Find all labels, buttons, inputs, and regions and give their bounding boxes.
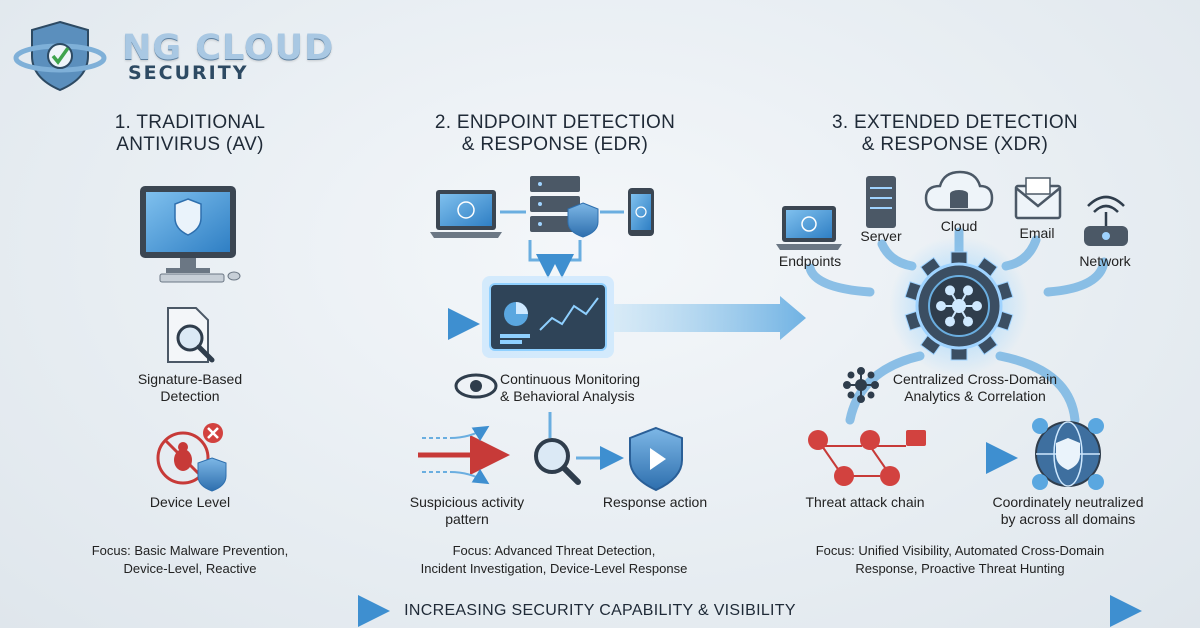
investigate-magnifier-icon: [534, 412, 624, 485]
threat-chain-icon: [808, 430, 926, 486]
endpoints-label: Endpoints: [778, 253, 842, 269]
monitoring-line2: & Behavioral Analysis: [500, 388, 635, 404]
logo-title: NG CLOUD: [122, 28, 335, 68]
gear-node: [963, 316, 973, 327]
xdr-title-line2: & RESPONSE (XDR): [861, 134, 1049, 155]
monitoring-label: Continuous Monitoring & Behavioral Analy…: [500, 371, 660, 405]
av-title: 1. TRADITIONAL ANTIVIRUS (AV): [95, 112, 285, 156]
edr-laptop-icon: [430, 190, 502, 238]
edr-dashboard-panel: [482, 276, 614, 358]
edr-server-shield-icon: [530, 176, 599, 238]
central-line1: Centralized Cross-Domain: [892, 371, 1058, 387]
gear-node: [936, 301, 946, 311]
av-title-line2: ANTIVIRUS (AV): [116, 134, 264, 155]
capability-banner: INCREASING SECURITY CAPABILITY & VISIBIL…: [404, 602, 796, 619]
suspicious-line2: pattern: [445, 511, 489, 527]
edr-focus: Focus: Advanced Threat Detection, Incide…: [384, 542, 724, 578]
edr-focus-line2: Incident Investigation, Device-Level Res…: [420, 561, 688, 576]
central-line2: Analytics & Correlation: [904, 388, 1046, 404]
suspicious-pattern-icon: [418, 425, 510, 485]
xdr-endpoints-icon: [776, 206, 842, 250]
xdr-focus-line1: Focus: Unified Visibility, Automated Cro…: [815, 543, 1105, 558]
gear-node: [945, 316, 955, 327]
xdr-cloud-icon: [924, 170, 994, 212]
av-focus-line2: Device-Level, Reactive: [123, 561, 257, 576]
xdr-network-icon: [1084, 195, 1128, 246]
signature-detection-label: Signature-Based Detection: [110, 371, 270, 405]
xdr-focus: Focus: Unified Visibility, Automated Cro…: [790, 542, 1130, 578]
xdr-email-icon: [1014, 177, 1062, 220]
edr-title-line1: 2. ENDPOINT DETECTION: [434, 112, 676, 133]
signature-line2: Detection: [160, 388, 220, 404]
signature-line1: Signature-Based: [137, 371, 243, 387]
av-focus-line1: Focus: Basic Malware Prevention,: [91, 543, 289, 558]
logo-shield-icon: [13, 20, 107, 92]
monitoring-line1: Continuous Monitoring: [500, 371, 641, 387]
threat-chain-label: Threat attack chain: [805, 494, 925, 510]
gear-node: [972, 301, 982, 311]
desktop-monitor-icon: [140, 186, 241, 283]
edr-phone-icon: [628, 188, 654, 236]
response-shield-icon: [629, 426, 683, 492]
server-label: Server: [860, 228, 902, 244]
eye-monitor-icon: [454, 373, 498, 399]
central-analytics-label: Centralized Cross-Domain Analytics & Cor…: [880, 371, 1070, 405]
flow-arrow-edr-to-xdr: [614, 296, 806, 340]
gear-node: [945, 285, 955, 296]
central-gear-icon: [889, 236, 1029, 376]
suspicious-activity-label: Suspicious activity pattern: [392, 494, 542, 528]
device-level-label: Device Level: [149, 494, 231, 510]
xdr-title-line1: 3. EXTENDED DETECTION: [832, 112, 1078, 133]
signature-scan-icon: [167, 307, 215, 363]
edr-device-links: [500, 210, 624, 278]
network-label: Network: [1079, 253, 1131, 269]
xdr-server-icon: [866, 176, 896, 228]
email-label: Email: [1019, 225, 1055, 241]
edr-title-line2: & RESPONSE (EDR): [461, 134, 649, 155]
av-focus: Focus: Basic Malware Prevention, Device-…: [40, 542, 340, 578]
logo-subtitle: SECURITY: [128, 62, 249, 84]
globe-shield-icon: [1032, 418, 1104, 490]
av-title-line1: 1. TRADITIONAL: [114, 112, 266, 133]
suspicious-line1: Suspicious activity: [409, 494, 525, 510]
xdr-focus-line2: Response, Proactive Threat Hunting: [855, 561, 1065, 576]
neutral-line2: by across all domains: [1000, 511, 1136, 527]
xdr-title: 3. EXTENDED DETECTION & RESPONSE (XDR): [820, 112, 1090, 156]
cloud-label: Cloud: [940, 218, 978, 234]
analytics-network-icon: [843, 367, 879, 403]
edr-focus-line1: Focus: Advanced Threat Detection,: [452, 543, 656, 558]
bug-shield-icon: [156, 423, 227, 492]
neutralized-label: Coordinately neutralized by across all d…: [978, 494, 1158, 528]
neutral-line1: Coordinately neutralized: [992, 494, 1144, 510]
response-action-label: Response action: [602, 494, 708, 510]
gear-node: [963, 285, 973, 296]
edr-title: 2. ENDPOINT DETECTION & RESPONSE (EDR): [420, 112, 690, 156]
